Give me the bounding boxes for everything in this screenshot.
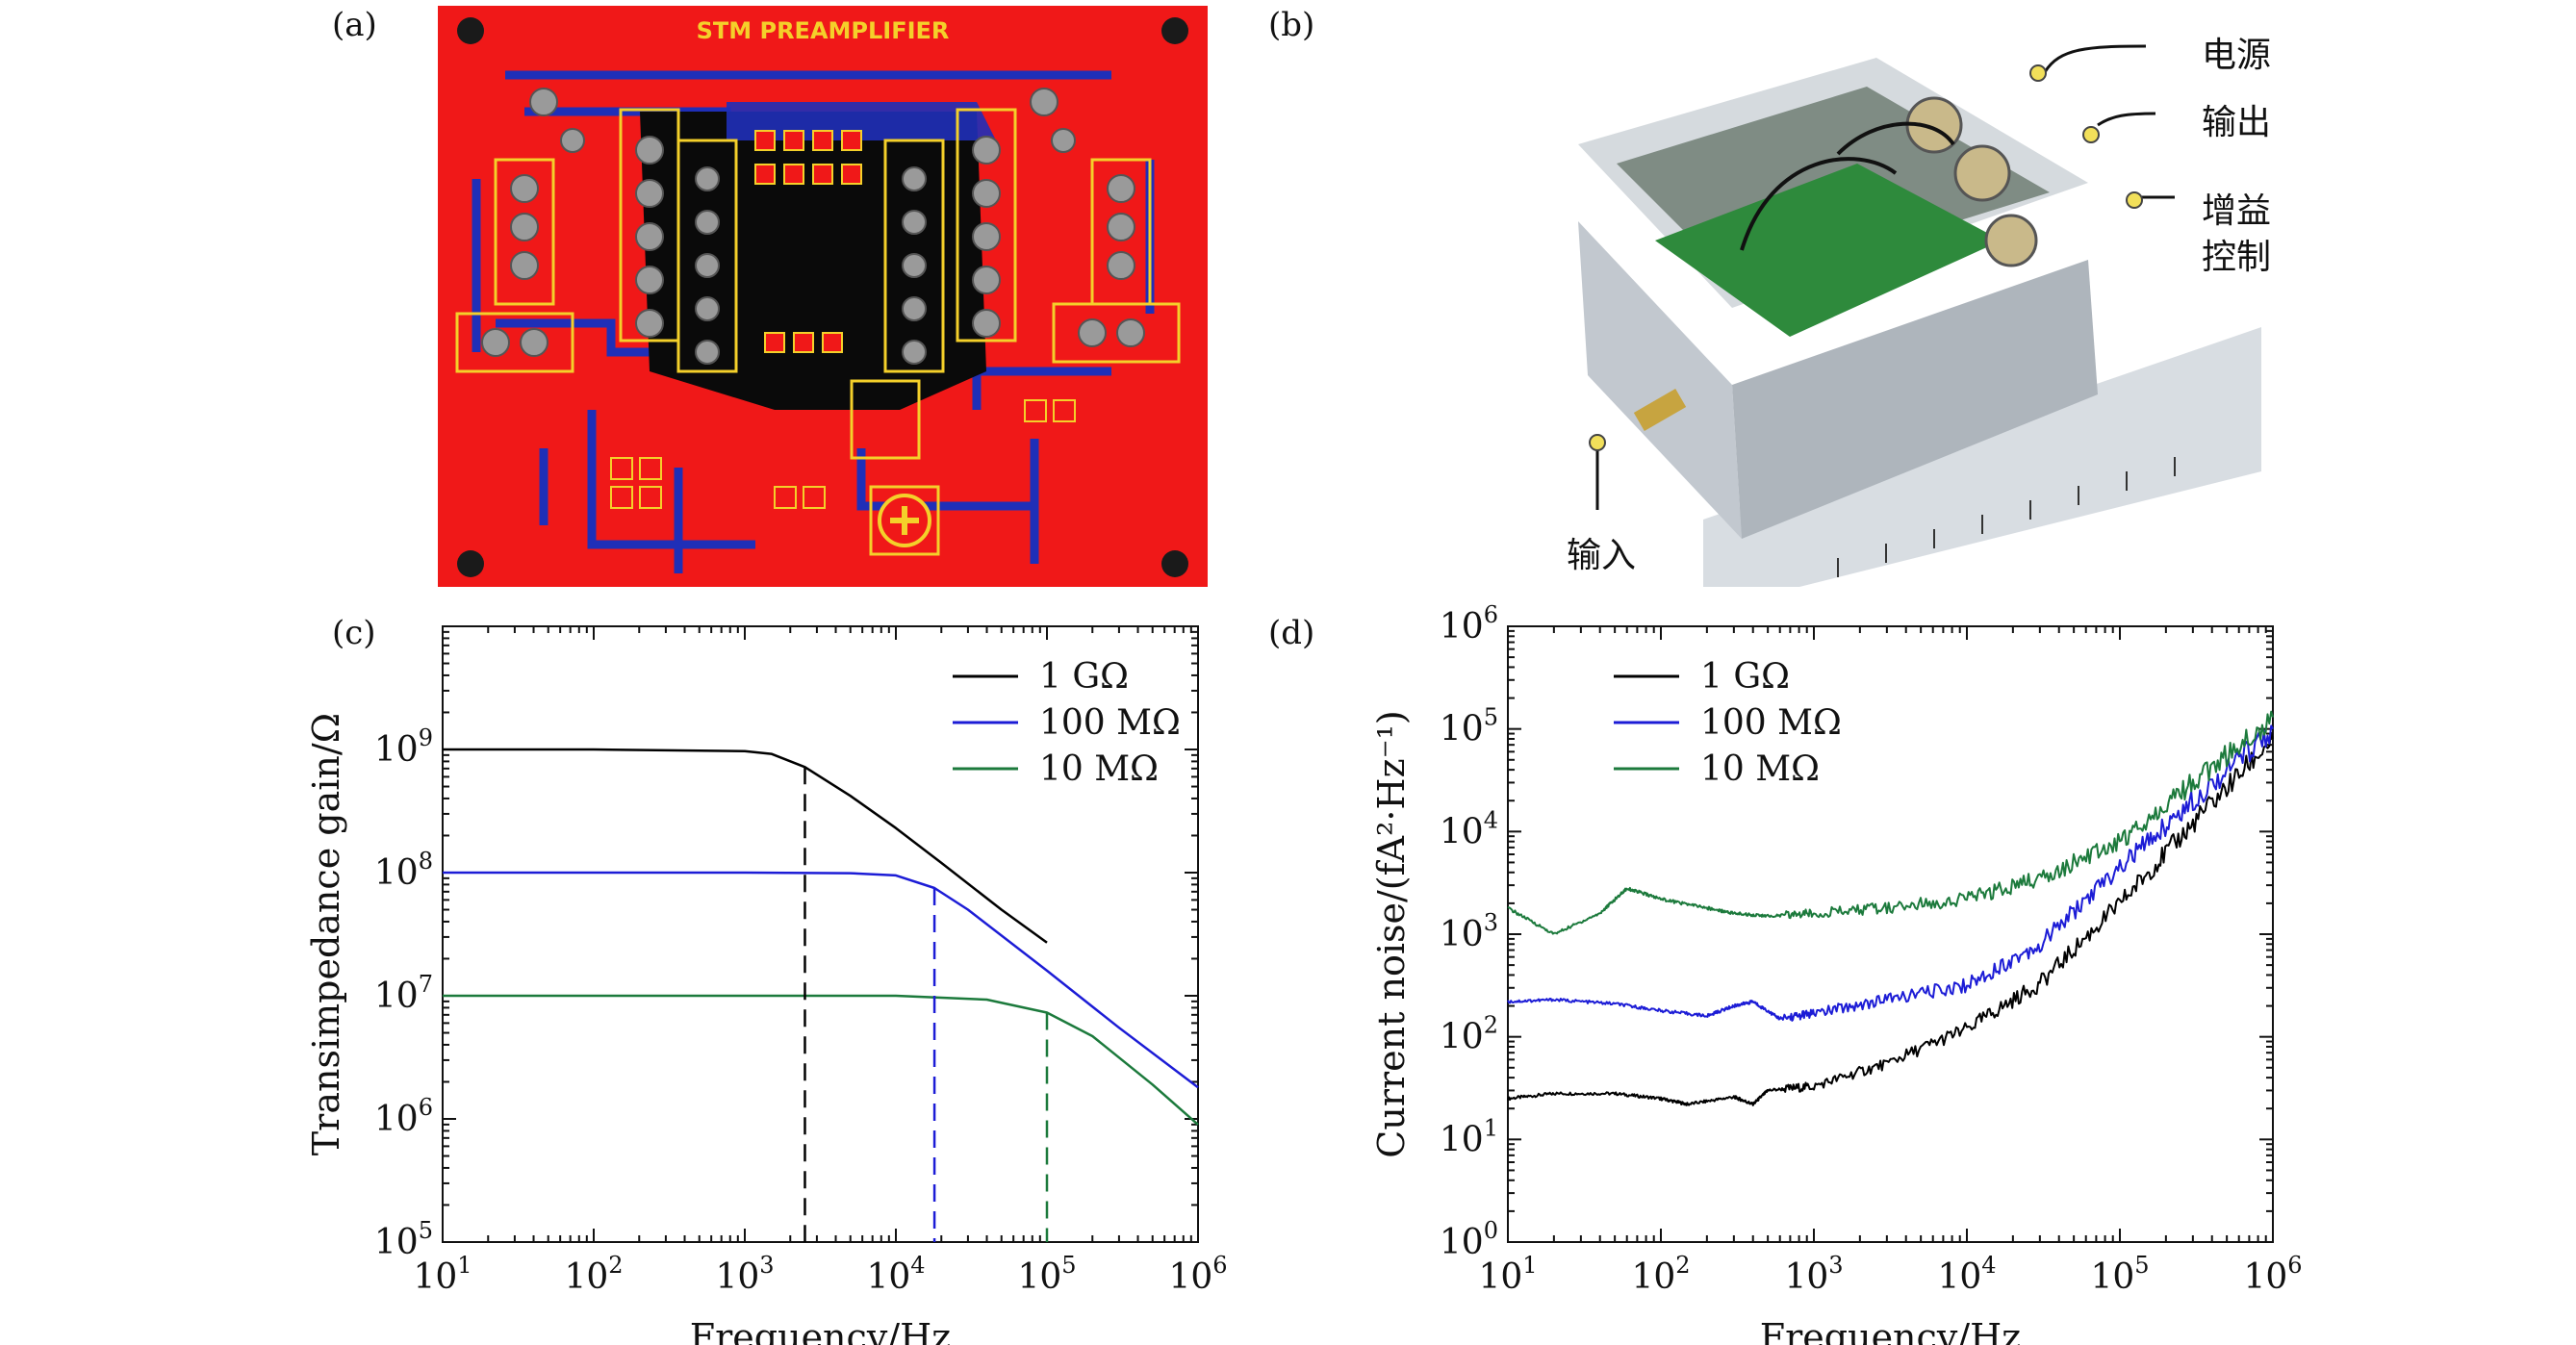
legend-label-2: 10 MΩ bbox=[1039, 749, 1159, 789]
y-tick-label: 101 bbox=[1440, 1114, 1498, 1159]
mounting-hole bbox=[1161, 550, 1188, 577]
legend-label-2: 10 MΩ bbox=[1700, 749, 1820, 789]
plot-frame bbox=[1507, 625, 2274, 1243]
y-tick-label: 100 bbox=[1440, 1217, 1498, 1262]
series-line-1 bbox=[443, 871, 1199, 1089]
x-tick-label: 101 bbox=[413, 1252, 472, 1297]
x-tick-label: 102 bbox=[564, 1252, 623, 1297]
label-input: 输入 bbox=[1567, 536, 1637, 575]
mounting-hole bbox=[457, 550, 484, 577]
y-tick-label: 104 bbox=[1440, 806, 1498, 851]
panel-label-b: (b) bbox=[1268, 6, 1315, 44]
trim-pot-cross bbox=[890, 506, 919, 535]
enclosure-front bbox=[1578, 221, 1742, 539]
smd-pads bbox=[610, 130, 1076, 509]
label-power: 电源 bbox=[2202, 36, 2272, 75]
x-tick-label: 104 bbox=[1937, 1252, 1996, 1297]
series-line-1 bbox=[1507, 724, 2274, 1022]
series-line-2 bbox=[1507, 710, 2274, 935]
circuit-board bbox=[1655, 164, 2002, 337]
cable bbox=[1836, 121, 1955, 156]
ruler-ticks bbox=[1837, 457, 2176, 577]
y-tick-label: 105 bbox=[374, 1217, 433, 1262]
x-tick-label: 101 bbox=[1478, 1252, 1537, 1297]
x-tick-label: 104 bbox=[866, 1252, 925, 1297]
ic-footprints bbox=[455, 108, 1181, 556]
y-tick-label: 106 bbox=[374, 1094, 433, 1139]
series-line-0 bbox=[443, 748, 1048, 944]
mounting-hole bbox=[1161, 17, 1188, 44]
y-axis-label: Transimpedance gain/Ω bbox=[305, 713, 347, 1155]
callout-lines bbox=[1595, 44, 2175, 510]
y-tick-label: 107 bbox=[374, 971, 433, 1016]
label-control: 控制 bbox=[2202, 238, 2272, 277]
x-tick-label: 105 bbox=[2090, 1252, 2149, 1297]
label-output: 输出 bbox=[2202, 103, 2272, 142]
panel-label-a: (a) bbox=[332, 6, 377, 44]
sma-input-connector bbox=[1633, 388, 1687, 432]
x-tick-label: 106 bbox=[2243, 1252, 2302, 1297]
connector-gain bbox=[1984, 214, 2038, 267]
cable bbox=[1740, 157, 1898, 251]
y-tick-label: 105 bbox=[1440, 704, 1498, 749]
plot-frame bbox=[442, 625, 1199, 1243]
panel-label-d: (d) bbox=[1268, 614, 1315, 652]
x-tick-label: 103 bbox=[1784, 1252, 1843, 1297]
y-tick-label: 109 bbox=[374, 724, 433, 770]
x-tick-label: 102 bbox=[1631, 1252, 1690, 1297]
legend-label-1: 100 MΩ bbox=[1700, 703, 1842, 743]
y-tick-label: 102 bbox=[1440, 1012, 1498, 1057]
y-tick-label: 106 bbox=[1440, 601, 1498, 647]
ruler bbox=[1703, 327, 2261, 587]
connector-output bbox=[1953, 144, 2011, 202]
legend-label-0: 1 GΩ bbox=[1039, 657, 1129, 697]
x-axis-label: Frequency/Hz bbox=[690, 1316, 952, 1345]
mounting-hole bbox=[457, 17, 484, 44]
pcb-title: STM PREAMPLIFIER bbox=[697, 17, 950, 44]
x-axis-label: Frequency/Hz bbox=[1760, 1316, 2022, 1345]
series-line-0 bbox=[1507, 731, 2274, 1106]
pcb-layout-image: STM PREAMPLIFIER bbox=[438, 6, 1208, 587]
ground-plane bbox=[640, 112, 986, 410]
y-axis-label: Current noise/(fA²·Hz⁻¹) bbox=[1370, 710, 1413, 1157]
panel-label-c: (c) bbox=[332, 614, 376, 652]
label-gain: 增益 bbox=[2202, 191, 2272, 231]
y-tick-label: 108 bbox=[374, 848, 433, 893]
legend-label-0: 1 GΩ bbox=[1700, 657, 1790, 697]
enclosure-side bbox=[1732, 260, 2098, 539]
x-tick-label: 103 bbox=[715, 1252, 774, 1297]
through-hole-pads bbox=[481, 88, 1145, 365]
device-photo bbox=[1549, 19, 2261, 587]
legend-label-1: 100 MΩ bbox=[1039, 703, 1181, 743]
y-tick-label: 103 bbox=[1440, 909, 1498, 954]
x-tick-label: 105 bbox=[1017, 1252, 1076, 1297]
callout-dots bbox=[1589, 64, 2143, 451]
series-line-2 bbox=[443, 994, 1199, 1126]
x-tick-label: 106 bbox=[1168, 1252, 1227, 1297]
